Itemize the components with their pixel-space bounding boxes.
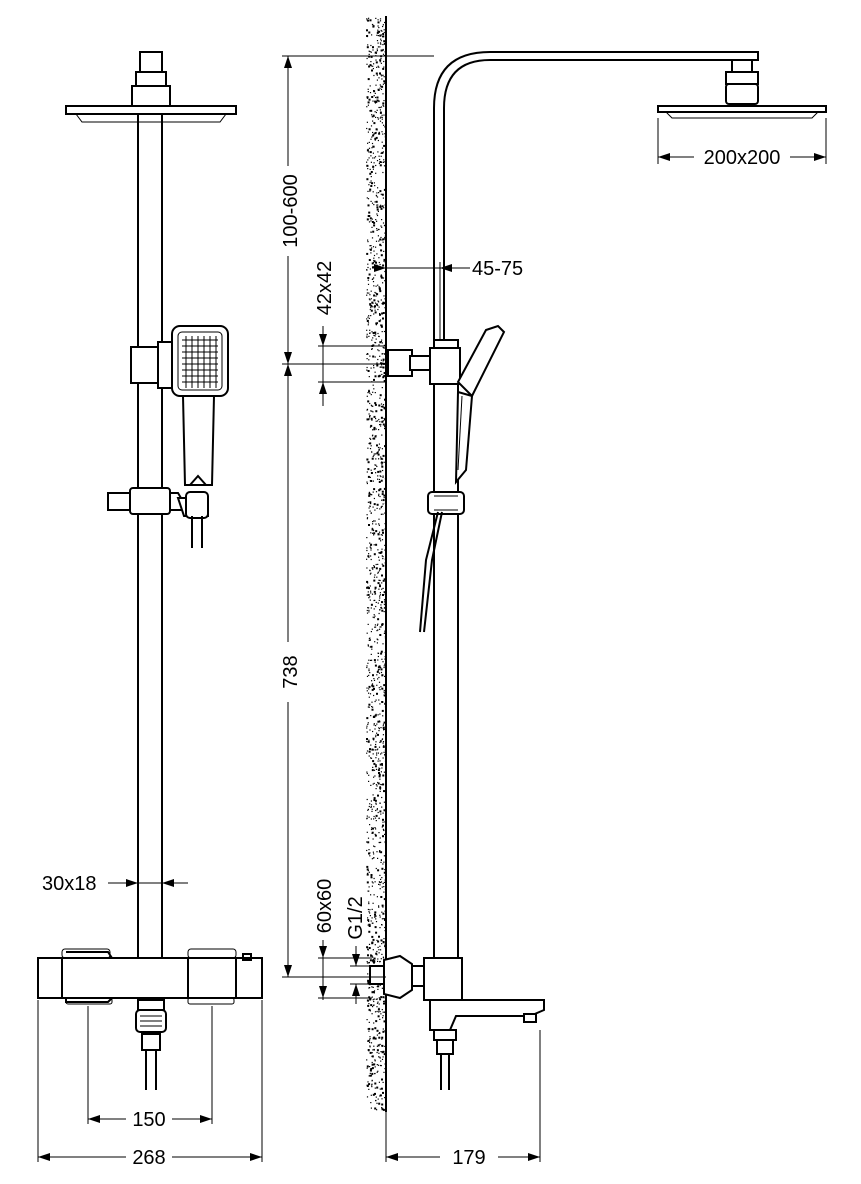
front-holder-cup (185, 491, 209, 519)
front-slider-clamp (129, 487, 171, 515)
side-head-underside (664, 111, 820, 119)
dim-body-label: 268 (132, 1147, 165, 1169)
front-knob-edges (62, 957, 237, 998)
side-bracket-arm (409, 355, 433, 371)
wall (366, 16, 387, 1112)
dim-rod-label: 30x18 (42, 873, 97, 895)
side-dimensions: 200x200 45-75 100-600 738 42x42 60x60 (280, 55, 827, 1169)
front-handshower-handle (181, 395, 216, 486)
side-thermostat-body (423, 957, 463, 1001)
front-dimensions: 30x18 150 268 (37, 873, 263, 1169)
side-handshower-head (456, 324, 506, 398)
front-right-knob-top (187, 948, 237, 959)
side-spout-aerator (523, 1013, 537, 1023)
side-handle-line (457, 395, 463, 471)
front-left-knob-bottom (65, 997, 113, 1005)
dim-thread-label: G1/2 (345, 896, 367, 939)
front-outlet-swivel (135, 1009, 167, 1033)
front-top-swivel (131, 85, 171, 107)
side-head-swivel (725, 83, 759, 105)
dim-spout-label: 179 (452, 1147, 485, 1169)
dim-arm-label: 100-600 (280, 174, 302, 247)
wall-texture (366, 17, 387, 1111)
front-head-plate (65, 105, 237, 115)
front-handle-end (189, 474, 207, 486)
dim-body-size-label: 60x60 (314, 879, 336, 934)
side-hose-nut (436, 1039, 454, 1055)
side-view (369, 51, 827, 1090)
front-top-connector (139, 51, 163, 73)
front-right-knob-bottom (187, 997, 235, 1005)
front-handshower-nozzles (182, 336, 218, 388)
side-hose-lower (440, 1054, 450, 1090)
dim-inlet-label: 150 (132, 1109, 165, 1131)
side-wall-bracket (387, 349, 413, 377)
side-outlet-nut (433, 1029, 457, 1041)
side-slider-grip (434, 495, 458, 511)
side-hose-b (423, 511, 443, 633)
dim-gap-label: 45-75 (472, 258, 523, 280)
front-knob-stop (242, 953, 252, 961)
front-hose-lower (145, 1050, 157, 1090)
front-handshower-head (171, 325, 229, 397)
side-inlet-arm (411, 965, 425, 987)
dim-column-label: 738 (280, 655, 302, 688)
front-thermostat-body (37, 957, 263, 999)
front-upper-bracket (130, 346, 162, 384)
side-head-plate (657, 105, 827, 113)
front-left-knob (61, 951, 113, 1003)
side-inlet-nut (383, 954, 413, 1000)
side-slider (427, 491, 465, 515)
front-hose-nut (141, 1033, 161, 1051)
side-head-nut (725, 71, 759, 85)
side-main-column (433, 339, 459, 959)
dim-head-label: 200x200 (704, 147, 781, 169)
front-hose-upper (191, 516, 203, 548)
side-handshower-handle (454, 390, 474, 485)
side-head-connector (731, 59, 753, 73)
side-curved-arm (433, 51, 759, 340)
front-main-rod (137, 113, 163, 959)
side-hose-a (419, 511, 439, 633)
front-head-underside (75, 113, 227, 123)
front-top-nut (135, 71, 167, 87)
dim-bracket-label: 42x42 (314, 261, 336, 316)
front-outlet-thread (140, 1015, 162, 1027)
front-left-knob-top (61, 948, 111, 959)
front-outlet-nut (137, 999, 165, 1011)
side-inlet-pipe (369, 965, 385, 985)
front-view (37, 51, 263, 1090)
side-bracket-clamp (429, 347, 461, 385)
front-handshower-face (177, 331, 223, 391)
